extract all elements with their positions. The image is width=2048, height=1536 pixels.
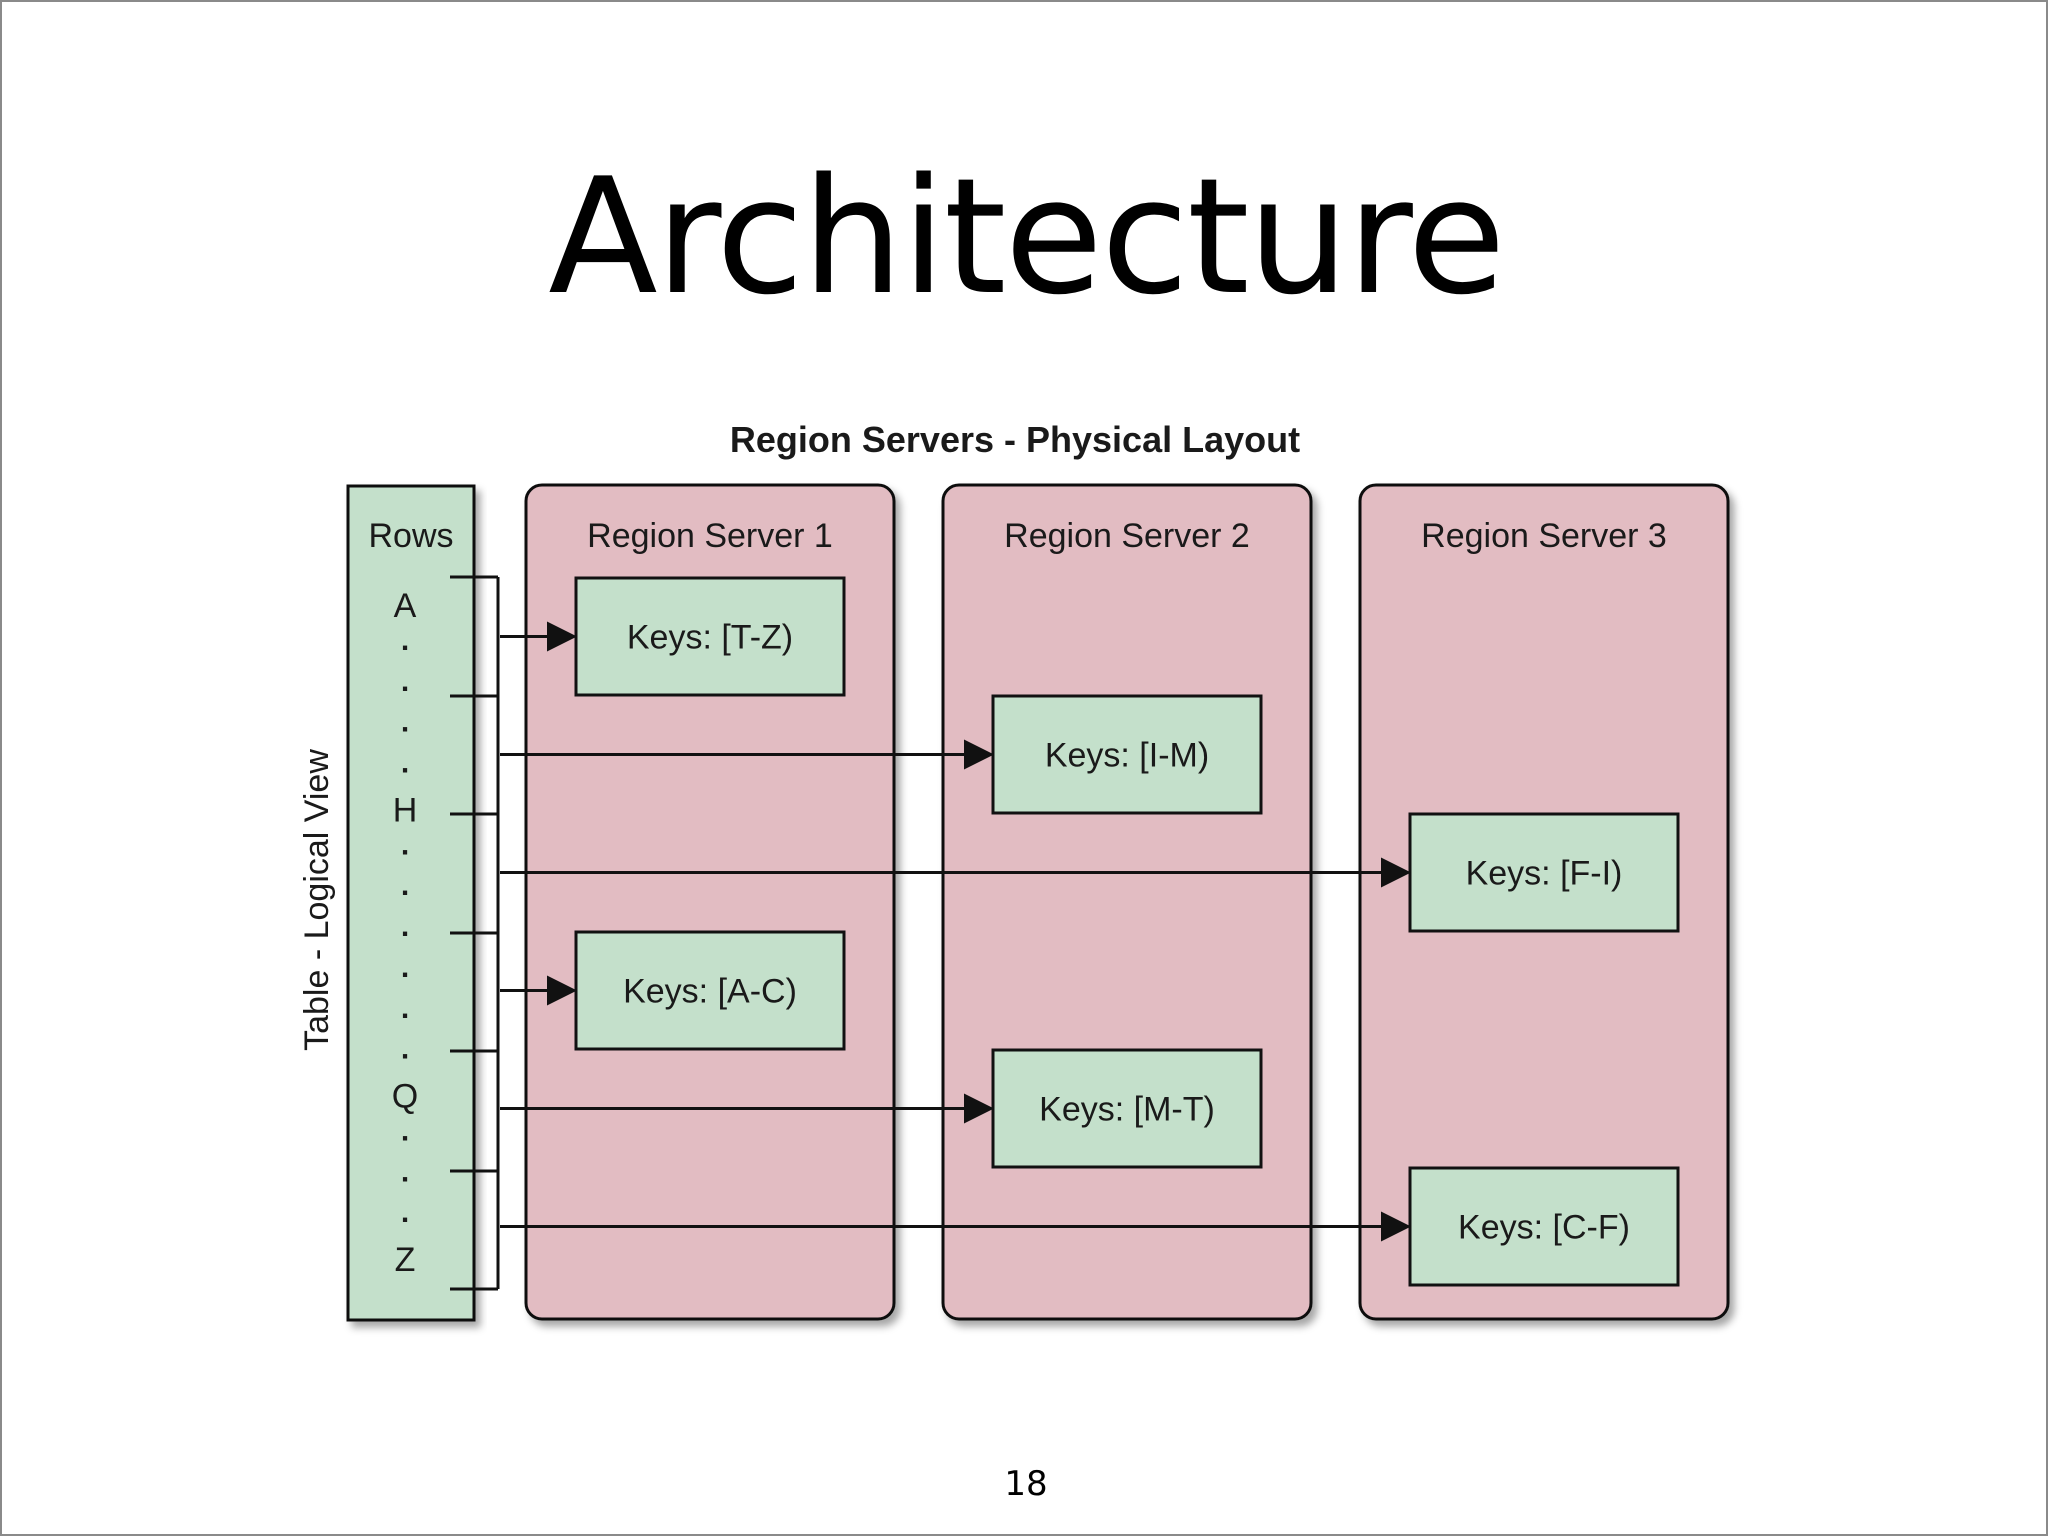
row-letter: Z [395, 1241, 416, 1279]
region-key-range: Keys: [C-F) [1458, 1209, 1630, 1247]
side-label: Table - Logical View [298, 749, 336, 1051]
row-ellipsis: . [401, 1155, 409, 1188]
region-box [1408, 1166, 1680, 1287]
row-ellipsis: . [401, 665, 409, 698]
row-ellipsis: . [401, 747, 409, 780]
row-letter: A [394, 587, 417, 625]
row-ellipsis: . [401, 624, 409, 657]
rows-column [346, 484, 476, 1322]
region-server-2 [941, 483, 1313, 1321]
region-key-range: Keys: [T-Z) [627, 619, 793, 657]
row-ellipsis: . [401, 869, 409, 902]
region-box [574, 930, 846, 1051]
row-ellipsis: . [401, 1196, 409, 1229]
rows-header: Rows [368, 517, 453, 555]
region-servers-diagram: Region Servers - Physical Layout Table -… [298, 419, 1730, 1322]
slide-title: Architecture [548, 143, 1506, 330]
page-number: 18 [1004, 1464, 1048, 1504]
region-key-range: Keys: [F-I) [1466, 855, 1623, 893]
row-letter: Q [392, 1078, 418, 1116]
row-ellipsis: . [401, 951, 409, 984]
region-key-range: Keys: [A-C) [623, 973, 797, 1011]
region-box [991, 1048, 1263, 1169]
row-ellipsis: . [401, 828, 409, 861]
row-ellipsis: . [401, 992, 409, 1025]
row-ellipsis: . [401, 1033, 409, 1066]
region-key-range: Keys: [M-T) [1039, 1091, 1215, 1129]
region-server-title: Region Server 3 [1421, 517, 1667, 555]
row-letter: H [393, 791, 418, 829]
row-ellipsis: . [401, 706, 409, 739]
row-ellipsis: . [401, 1114, 409, 1147]
row-ellipsis: . [401, 910, 409, 943]
region-box [1408, 812, 1680, 933]
region-server-title: Region Server 2 [1004, 517, 1250, 555]
diagram-title: Region Servers - Physical Layout [730, 419, 1300, 460]
region-server-title: Region Server 1 [587, 517, 833, 555]
region-key-range: Keys: [I-M) [1045, 737, 1209, 775]
